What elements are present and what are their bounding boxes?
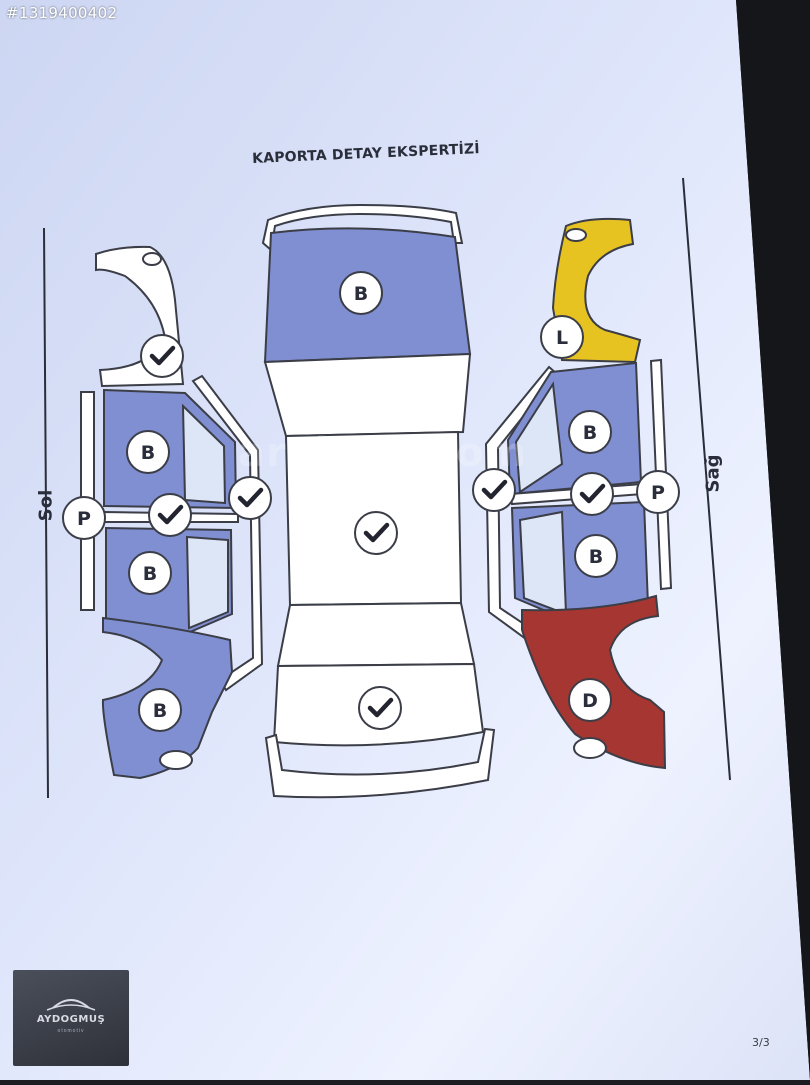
panel-marks: B B B P B L B B D P <box>62 271 680 732</box>
trunk-marker <box>358 686 402 730</box>
hood-mark-label: B <box>354 283 368 305</box>
left-rear-door-mark-label: B <box>143 563 157 585</box>
left-rear-quarter-marker: B <box>138 688 182 732</box>
right-front-door-mark-label: B <box>583 422 597 444</box>
left-pillar-check-icon <box>157 504 184 525</box>
right-pillar-marker <box>570 472 614 516</box>
roof-check-icon <box>363 522 390 543</box>
left-front-fender-check-icon <box>149 345 176 366</box>
right-rear-quarter-mark-label: D <box>582 690 598 712</box>
left-rear-door-marker: B <box>128 551 172 595</box>
dealer-logo-name: AYDOGMUŞ <box>36 1014 106 1025</box>
watermark: arabam.com <box>238 430 528 476</box>
dealer-logo-sub: otomotiv <box>57 1028 85 1034</box>
right-roof-rail-check-icon <box>481 479 508 500</box>
side-label-right: Sağ <box>702 454 724 493</box>
right-rear-quarter-marker: D <box>568 678 612 722</box>
left-roof-rail-panel <box>191 374 264 692</box>
left-rear-quarter-mark-label: B <box>153 700 167 722</box>
rear-bumper-outline <box>264 727 496 799</box>
left-front-door-mark-label: B <box>141 442 155 464</box>
right-front-fender-mark-label: L <box>556 327 568 349</box>
trunk-check-icon <box>367 697 394 718</box>
side-label-left: Sol <box>35 489 57 522</box>
car-logo-icon <box>46 999 96 1011</box>
right-pillar-check-icon <box>579 483 606 504</box>
right-front-fender-marker: L <box>540 315 584 359</box>
right-rear-door-marker: B <box>574 534 618 578</box>
left-front-door-marker: B <box>126 430 170 474</box>
dealer-logo: AYDOGMUŞ otomotiv <box>13 970 129 1066</box>
listing-id: #1319400402 <box>6 4 118 22</box>
page-number: 3/3 <box>752 1036 770 1049</box>
roof-marker <box>354 511 398 555</box>
left-roof-rail-check-icon <box>237 487 264 508</box>
right-sill-mark-label: P <box>651 482 665 504</box>
left-pillar-marker <box>148 493 192 537</box>
windshield <box>263 352 472 438</box>
right-rear-door-mark-label: B <box>589 546 603 568</box>
left-front-fender-marker <box>140 334 184 378</box>
right-front-door-marker: B <box>568 410 612 454</box>
hood-marker: B <box>339 271 383 315</box>
left-sill-mark-label: P <box>77 508 91 530</box>
left-sill-marker: P <box>62 496 106 540</box>
right-roof-rail-marker <box>472 468 516 512</box>
right-sill-marker: P <box>636 470 680 514</box>
rear-window <box>276 601 476 668</box>
left-roof-rail-marker <box>228 476 272 520</box>
